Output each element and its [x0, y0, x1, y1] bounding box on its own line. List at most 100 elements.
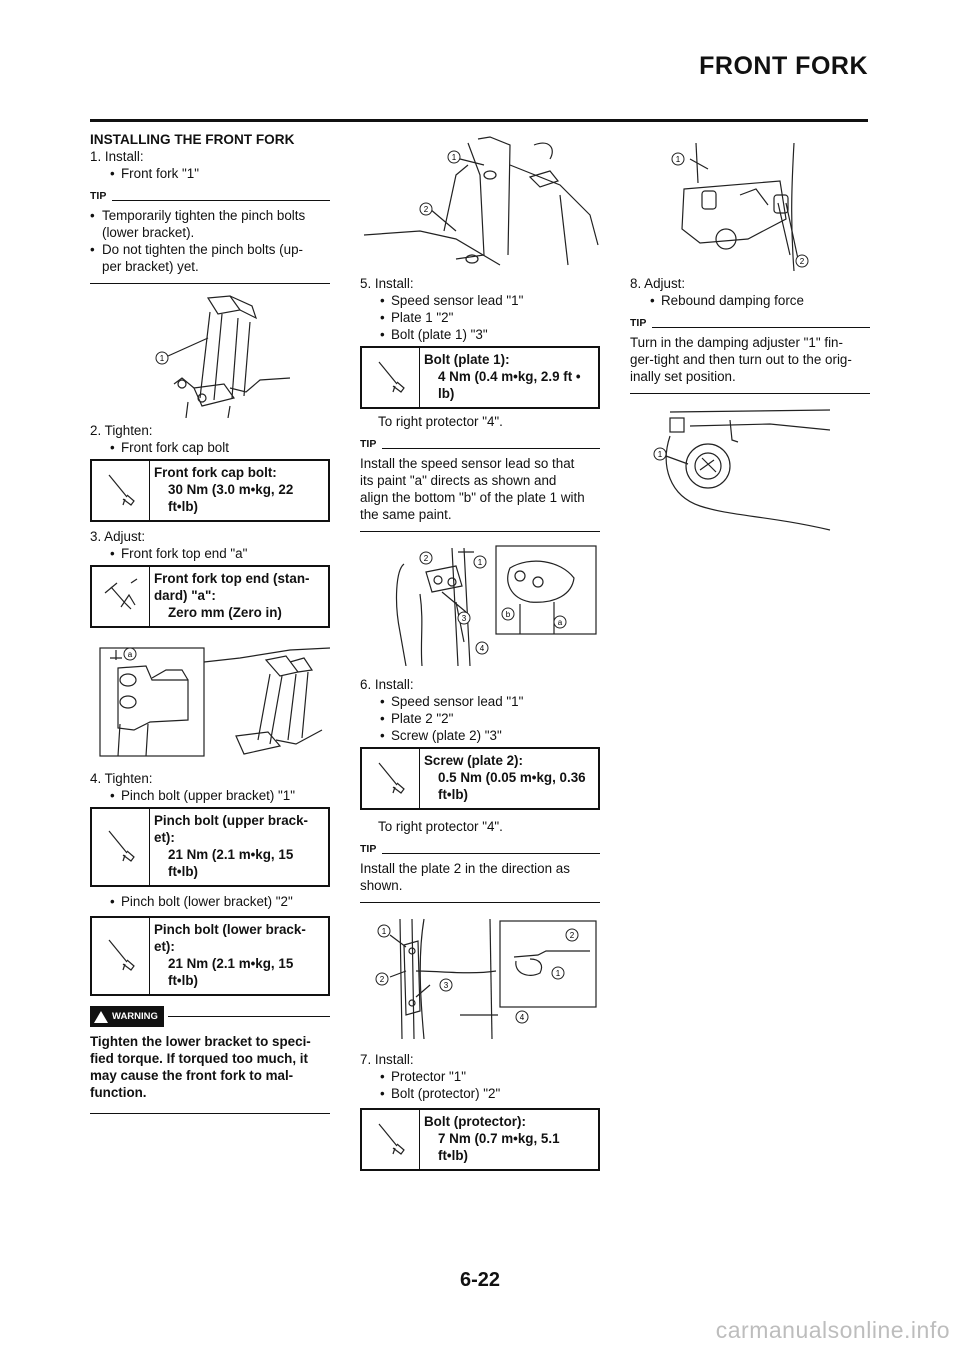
warning-line: Tighten the lower bracket to speci-: [90, 1034, 311, 1049]
tip-line: shown.: [360, 878, 403, 893]
callout-1: 1: [452, 153, 457, 162]
spec-box-plate2-screw: Screw (plate 2): 0.5 Nm (0.05 m•kg, 0.36…: [360, 747, 600, 810]
spec-box-plate1-bolt: Bolt (plate 1): 4 Nm (0.4 m•kg, 2.9 ft •…: [360, 346, 600, 409]
spec-box-top-end: Front fork top end (stan- dard) "a": Zer…: [90, 565, 330, 628]
step-8-label: 8. Adjust:: [630, 276, 686, 291]
damping-adjuster-illustration: 1: [653, 409, 831, 531]
callout-4: 4: [520, 1013, 525, 1022]
spec-value-cont: ft•lb): [168, 973, 198, 988]
tip-box-1: TIP Temporarily tighten the pinch bolts …: [90, 188, 330, 284]
spec-name-cont: et):: [154, 939, 175, 954]
tip-item-cont: (lower bracket).: [102, 225, 195, 240]
tip-line: the same paint.: [360, 507, 452, 522]
routing-note: To right protector "4".: [378, 819, 503, 834]
tip-line: Install the speed sensor lead so that: [360, 456, 575, 471]
spec-value-cont: ft•lb): [438, 1148, 468, 1163]
warning-line: fied torque. If torqued too much, it: [90, 1051, 308, 1066]
step-5-bullet: Plate 1 "2": [360, 309, 600, 326]
spec-name-cont: et):: [154, 830, 175, 845]
spec-box-cap-bolt: Front fork cap bolt: 30 Nm (3.0 m•kg, 22…: [90, 459, 330, 522]
spec-value: 21 Nm (2.1 m•kg, 15: [168, 847, 294, 862]
wrench-icon: [362, 1110, 420, 1169]
callout-a: a: [128, 650, 133, 659]
spec-value-cont: lb): [438, 386, 455, 401]
header-rule: [90, 119, 868, 122]
callout-1: 1: [382, 927, 387, 936]
tip-line: ger-tight and then turn out to the orig-: [630, 352, 852, 367]
spec-value: 7 Nm (0.7 m•kg, 5.1: [438, 1131, 560, 1146]
front-fork-illustration: 1: [155, 295, 291, 418]
spec-value-cont: ft•lb): [168, 499, 198, 514]
wrench-icon: [362, 348, 420, 407]
spec-value-cont: ft•lb): [438, 787, 468, 802]
warning-line: may cause the front fork to mal-: [90, 1068, 294, 1083]
step-4-bullet: Pinch bolt (upper bracket) "1": [90, 787, 330, 804]
tip-line: inally set position.: [630, 369, 736, 384]
step-6-label: 6. Install:: [360, 677, 414, 692]
step-8-bullet: Rebound damping force: [630, 292, 870, 309]
warning-line: function.: [90, 1085, 147, 1100]
watermark: carmanualsonline.info: [715, 1317, 950, 1343]
wrench-icon: [362, 749, 420, 808]
step-7-label: 7. Install:: [360, 1052, 414, 1067]
speed-sensor-lead-illustration: 1 2: [363, 136, 599, 266]
protector-illustration: 1 2: [671, 142, 809, 271]
wrench-icon: [92, 918, 150, 994]
tip-heading: TIP: [90, 188, 330, 205]
tip-box-8: TIP Turn in the damping adjuster "1" fin…: [630, 315, 870, 394]
step-2-bullet: Front fork cap bolt: [90, 439, 330, 456]
step-7-bullet: Protector "1": [360, 1068, 600, 1085]
callout-2: 2: [380, 975, 385, 984]
step-2-label: 2. Tighten:: [90, 423, 153, 438]
callout-2: 2: [424, 554, 429, 563]
tip-box-6: TIP Install the plate 2 in the direction…: [360, 841, 600, 903]
tip-heading: TIP: [360, 436, 600, 453]
fork-height-icon: [92, 567, 150, 626]
column-middle: 1 2 5. Install: Speed sensor lead "1" Pl…: [360, 131, 600, 1171]
step-1-label: 1. Install:: [90, 149, 144, 164]
callout-1: 1: [676, 155, 681, 164]
spec-value-cont: ft•lb): [168, 864, 198, 879]
spec-name: Screw (plate 2):: [424, 753, 523, 768]
section-title: INSTALLING THE FRONT FORK: [90, 132, 295, 147]
step-4-label: 4. Tighten:: [90, 771, 153, 786]
tip-item: Do not tighten the pinch bolts (up-: [90, 241, 330, 258]
column-right: 1 2 8. Adjust: Rebound damping force TIP…: [630, 131, 870, 540]
callout-3: 3: [462, 614, 467, 623]
step-5-label: 5. Install:: [360, 276, 414, 291]
fork-top-end-illustration: a: [99, 647, 330, 757]
callout-4: 4: [480, 644, 485, 653]
column-left: INSTALLING THE FRONT FORK 1. Install: Fr…: [90, 131, 330, 1114]
spec-name: Front fork top end (stan-: [154, 571, 310, 586]
spec-name-cont: dard) "a":: [154, 588, 216, 603]
page-number: 6-22: [459, 1269, 501, 1291]
step-1-bullet: Front fork "1": [90, 165, 330, 182]
wrench-icon: [92, 809, 150, 885]
spec-value: 21 Nm (2.1 m•kg, 15: [168, 956, 294, 971]
step-3-label: 3. Adjust:: [90, 529, 146, 544]
warning-box: WARNING Tighten the lower bracket to spe…: [90, 1006, 330, 1114]
step-4-bullet-2: Pinch bolt (lower bracket) "2": [90, 893, 330, 910]
spec-box-lower-pinch-bolt: Pinch bolt (lower brack- et): 21 Nm (2.1…: [90, 916, 330, 996]
tip-heading: TIP: [360, 841, 600, 858]
warning-badge: WARNING: [90, 1006, 164, 1027]
tip-line: Install the plate 2 in the direction as: [360, 861, 570, 876]
tip-item-cont: per bracket) yet.: [102, 259, 199, 274]
callout-1: 1: [556, 969, 561, 978]
step-5-bullet: Speed sensor lead "1": [360, 292, 600, 309]
plate1-illustration: 2 1 3 4 b a: [395, 545, 597, 666]
step-6-bullet: Plate 2 "2": [360, 710, 600, 727]
callout-1: 1: [658, 450, 663, 459]
step-5-bullet: Bolt (plate 1) "3": [360, 326, 600, 343]
tip-line: align the bottom "b" of the plate 1 with: [360, 490, 585, 505]
spec-value: 4 Nm (0.4 m•kg, 2.9 ft •: [438, 369, 581, 384]
callout-2: 2: [800, 257, 805, 266]
callout-2: 2: [570, 931, 575, 940]
spec-value: 30 Nm (3.0 m•kg, 22: [168, 482, 294, 497]
tip-heading: TIP: [630, 315, 870, 332]
warning-icon: [94, 1010, 108, 1023]
page-title: FRONT FORK: [699, 52, 868, 80]
step-6-bullet: Screw (plate 2) "3": [360, 727, 600, 744]
tip-box-5: TIP Install the speed sensor lead so tha…: [360, 436, 600, 532]
callout-a: a: [558, 618, 563, 627]
